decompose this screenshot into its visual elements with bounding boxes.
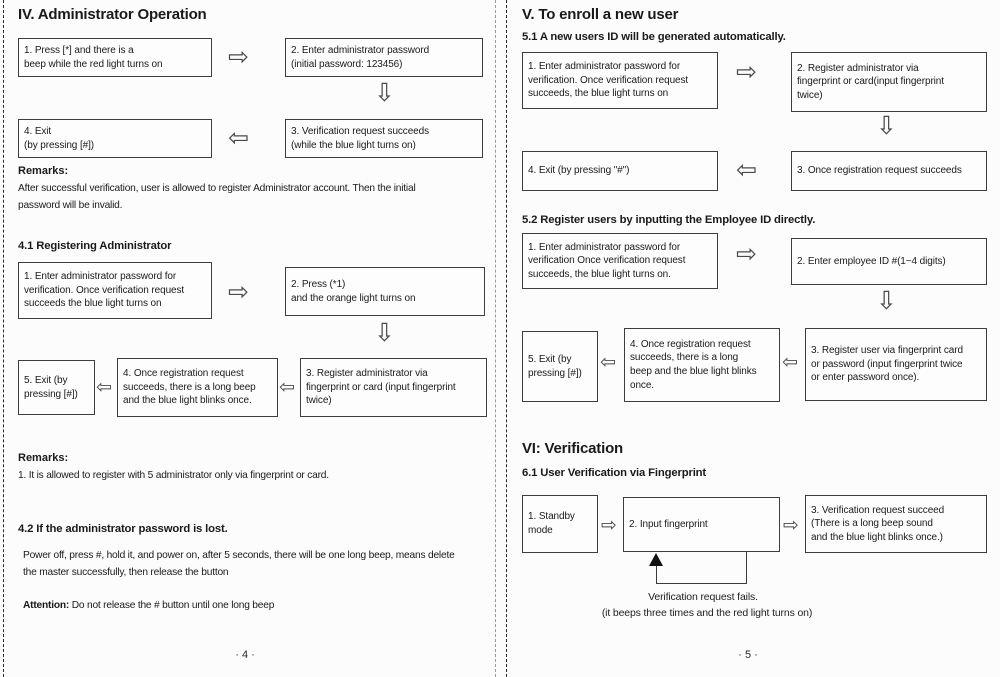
flow-box-61-step2: 2. Input fingerprint [623, 497, 780, 552]
section-vi-title: VI: Verification [522, 440, 623, 457]
arrow-down-icon: ⇩ [876, 287, 897, 315]
flow-box-52-step2: 2. Enter employee ID #(1~4 digits) [791, 238, 987, 285]
arrow-left-icon: ⇦ [736, 156, 757, 184]
flow-box-52-step4: 4. Once registration request succeeds, t… [624, 328, 780, 402]
flow-box-51-step2: 2. Register administrator via fingerprin… [791, 52, 987, 112]
page-number-5: · 5 · [738, 649, 758, 661]
arrow-right-icon: ⇨ [228, 278, 249, 306]
verification-fail-text: Verification request fails. [648, 591, 758, 603]
loop-line-left [656, 566, 657, 584]
arrow-down-icon: ⇩ [876, 112, 897, 140]
section-v-title: V. To enroll a new user [522, 6, 679, 23]
arrow-left-icon: ⇦ [600, 352, 616, 373]
loop-line-bottom [656, 583, 747, 584]
arrow-right-icon: ⇨ [783, 515, 799, 536]
flow-box-52-step1: 1. Enter administrator password for veri… [522, 233, 718, 289]
arrow-right-icon: ⇨ [736, 58, 757, 86]
flow-box-iv-step4: 4. Exit (by pressing [#]) [18, 119, 212, 158]
center-fold-dashed-line-light [495, 0, 496, 677]
arrow-left-icon: ⇦ [96, 377, 112, 398]
flow-box-41-step5: 5. Exit (by pressing [#]) [18, 360, 95, 415]
remarks-text: After successful verification, user is a… [18, 183, 416, 211]
flow-box-41-step2: 2. Press (*1) and the orange light turns… [285, 267, 485, 316]
left-edge-dashed-line [3, 0, 4, 677]
flow-box-61-step3: 3. Verification request succeed (There i… [805, 495, 987, 553]
flow-box-41-step3: 3. Register administrator via fingerprin… [300, 358, 487, 417]
arrow-right-icon: ⇨ [736, 240, 757, 268]
flow-box-iv-step2: 2. Enter administrator password (initial… [285, 38, 483, 77]
section-iv-title: IV. Administrator Operation [18, 6, 207, 23]
attention-note: Attention: Do not release the # button u… [23, 598, 493, 615]
flow-box-51-step3: 3. Once registration request succeeds [791, 151, 987, 191]
flow-box-61-step1: 1. Standby mode [522, 495, 598, 553]
flow-box-41-step1: 1. Enter administrator password for veri… [18, 262, 212, 319]
section-51-heading: 5.1 A new users ID will be generated aut… [522, 31, 786, 43]
loop-line-right [746, 552, 747, 584]
flow-box-iv-step3: 3. Verification request succeeds (while … [285, 119, 483, 158]
page-number-4: · 4 · [235, 649, 255, 661]
arrow-left-icon: ⇦ [228, 124, 249, 152]
verification-fail-subtext: (it beeps three times and the red light … [601, 607, 813, 619]
attention-label: Attention: [23, 600, 70, 611]
flow-box-52-step3: 3. Register user via fingerprint card or… [805, 328, 987, 401]
arrow-left-icon: ⇦ [279, 377, 295, 398]
flow-box-41-step4: 4. Once registration request succeeds, t… [117, 358, 278, 417]
remarks-text: 1. It is allowed to register with 5 admi… [18, 470, 329, 481]
section-42-body: Power off, press #, hold it, and power o… [23, 550, 455, 578]
arrow-left-icon: ⇦ [782, 352, 798, 373]
loop-arrowhead-up-icon [649, 553, 663, 566]
arrow-right-icon: ⇨ [601, 515, 617, 536]
section-61-heading: 6.1 User Verification via Fingerprint [522, 467, 707, 479]
section-42-heading: 4.2 If the administrator password is los… [18, 523, 228, 535]
flow-box-52-step5: 5. Exit (by pressing [#]) [522, 331, 598, 402]
arrow-right-icon: ⇨ [228, 43, 249, 71]
attention-text: Do not release the # button until one lo… [69, 600, 275, 611]
arrow-down-icon: ⇩ [374, 319, 395, 347]
center-fold-dashed-line-dark [506, 0, 507, 677]
flow-box-51-step1: 1. Enter administrator password for veri… [522, 52, 718, 109]
section-41-heading: 4.1 Registering Administrator [18, 240, 172, 252]
section-52-heading: 5.2 Register users by inputting the Empl… [522, 214, 816, 226]
flow-box-iv-step1: 1. Press [*] and there is a beep while t… [18, 38, 212, 77]
arrow-down-icon: ⇩ [374, 79, 395, 107]
flow-box-51-step4: 4. Exit (by pressing "#") [522, 151, 718, 191]
remarks-label: Remarks: [18, 452, 69, 464]
remarks-label: Remarks: [18, 165, 69, 177]
